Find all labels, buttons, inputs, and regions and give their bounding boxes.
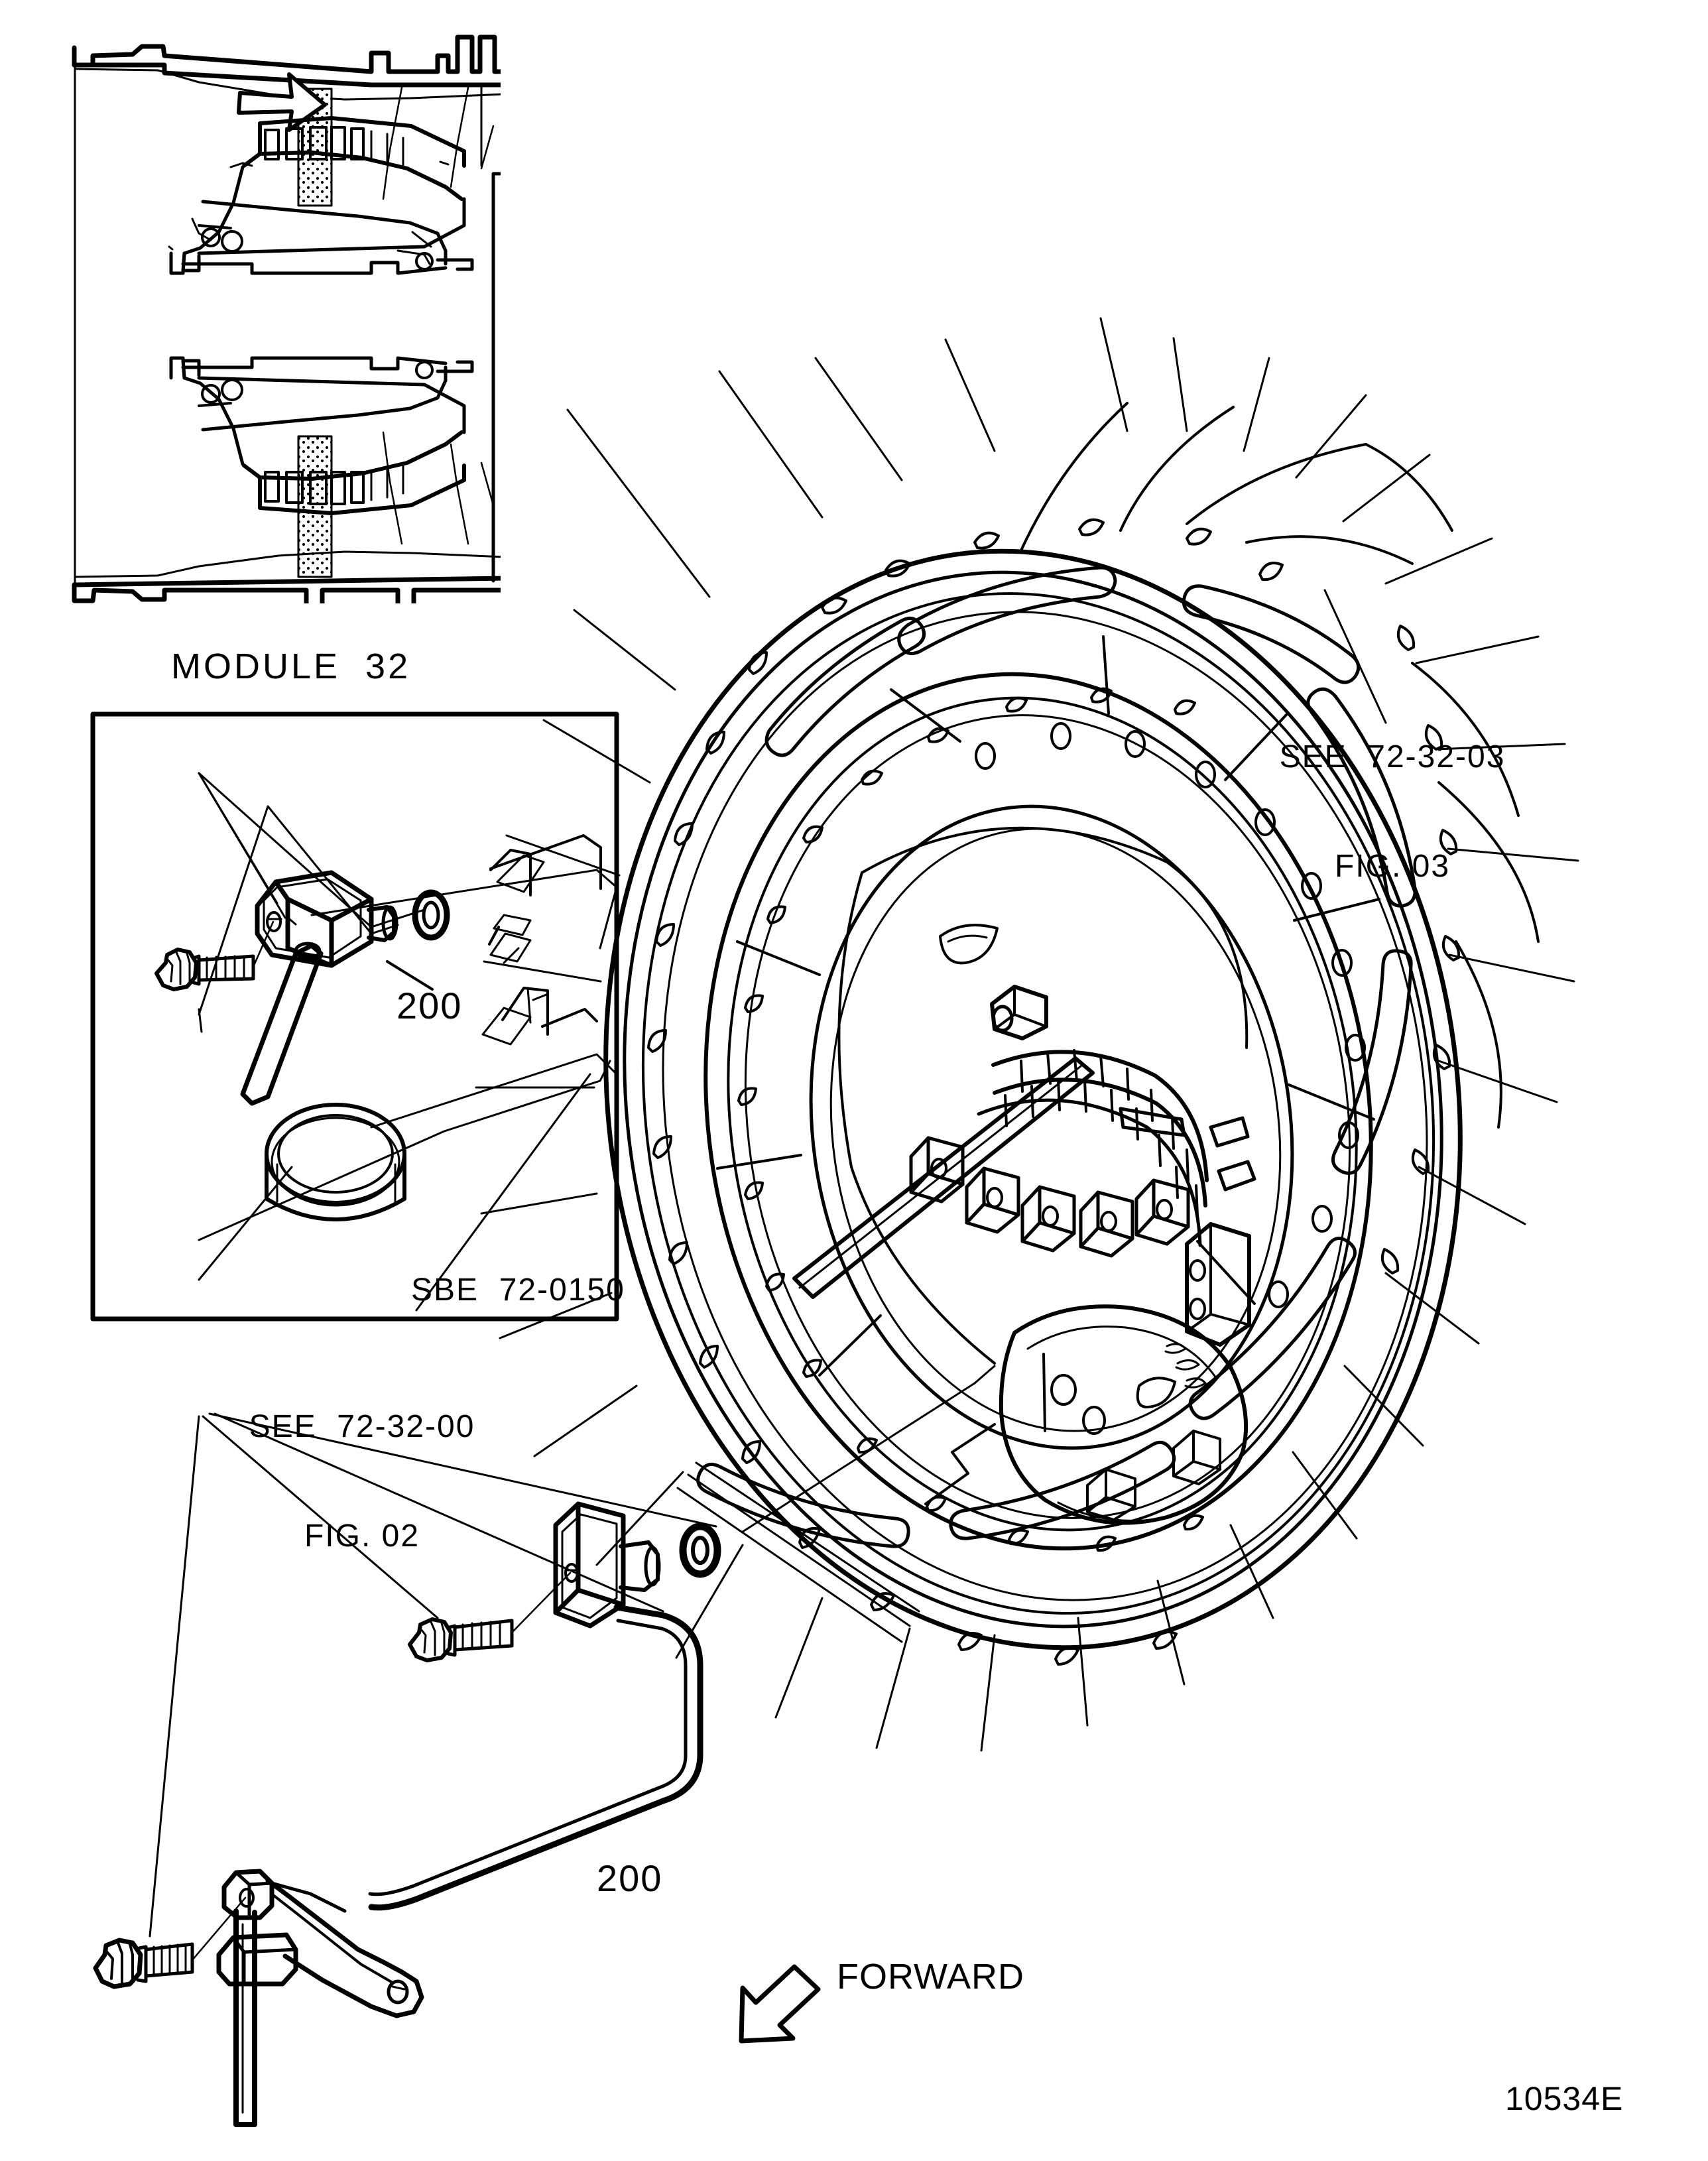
lower-sensor-assembly — [93, 1412, 721, 2127]
top-right-reference-line2: FIG. 03 — [1334, 848, 1451, 884]
figure-code: 10534E — [1505, 2080, 1624, 2117]
inset-reference: SEE 72-32-00 FIG. 02 — [236, 1337, 488, 1627]
central-actuator-mechanism — [792, 985, 1256, 1525]
callout-200-main: 200 — [597, 1857, 663, 1899]
inset-reference-line1: SEE 72-32-00 — [249, 1409, 475, 1445]
inset-detail-frame — [90, 711, 619, 1322]
sbe-label: SBE 72-0150 — [411, 1272, 625, 1308]
inset-detail-content — [154, 772, 617, 1312]
forward-arrow-icon — [739, 1964, 821, 2044]
module-label: MODULE 32 — [171, 647, 411, 686]
forward-label: FORWARD — [837, 1957, 1024, 1997]
inset-reference-line2: FIG. 02 — [304, 1518, 420, 1554]
hpt-stator-ring-assembly — [475, 317, 1579, 1752]
top-right-reference: SEE 72-32-03 FIG. 03 — [1260, 667, 1525, 957]
callout-200-inset: 200 — [396, 985, 463, 1026]
top-right-reference-line1: SEE 72-32-03 — [1279, 739, 1506, 775]
module-32-cross-section — [72, 34, 501, 603]
